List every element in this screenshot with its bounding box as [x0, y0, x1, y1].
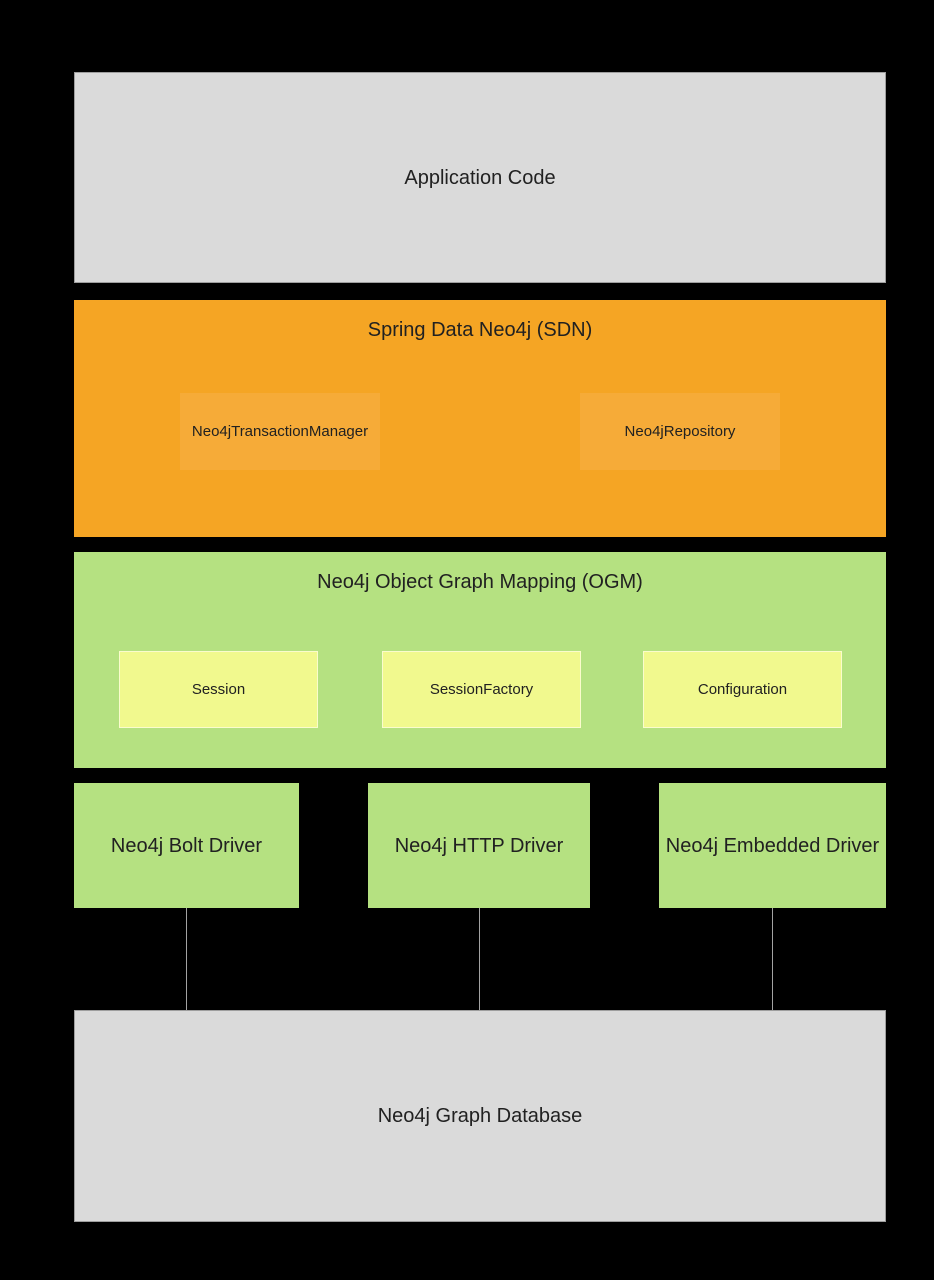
component-configuration: Configuration — [643, 651, 842, 728]
neo4j-transaction-manager-label: Neo4jTransactionManager — [191, 422, 369, 440]
component-neo4j-repository: Neo4jRepository — [580, 393, 780, 470]
component-session-factory: SessionFactory — [382, 651, 581, 728]
session-factory-label: SessionFactory — [429, 680, 534, 698]
connector-embedded-to-database — [772, 908, 773, 1010]
session-label: Session — [191, 680, 246, 698]
component-neo4j-transaction-manager: Neo4jTransactionManager — [180, 393, 380, 470]
configuration-label: Configuration — [697, 680, 788, 698]
connector-http-to-database — [479, 908, 480, 1010]
neo4j-bolt-driver-label: Neo4j Bolt Driver — [110, 834, 263, 857]
ogm-title: Neo4j Object Graph Mapping (OGM) — [317, 571, 643, 593]
layer-spring-data-neo4j: Spring Data Neo4j (SDN) Neo4jTransaction… — [74, 300, 886, 537]
neo4j-embedded-driver-label: Neo4j Embedded Driver — [665, 834, 880, 857]
sdn-title: Spring Data Neo4j (SDN) — [367, 319, 593, 341]
application-code-label: Application Code — [404, 166, 556, 189]
neo4j-http-driver-label: Neo4j HTTP Driver — [394, 834, 564, 857]
component-neo4j-http-driver: Neo4j HTTP Driver — [368, 783, 590, 908]
layer-neo4j-graph-database: Neo4j Graph Database — [74, 1010, 886, 1222]
neo4j-repository-label: Neo4jRepository — [624, 422, 736, 440]
component-session: Session — [119, 651, 318, 728]
connector-bolt-to-database — [186, 908, 187, 1010]
component-neo4j-embedded-driver: Neo4j Embedded Driver — [659, 783, 886, 908]
layer-neo4j-ogm: Neo4j Object Graph Mapping (OGM) Session… — [74, 552, 886, 768]
component-neo4j-bolt-driver: Neo4j Bolt Driver — [74, 783, 299, 908]
neo4j-graph-database-label: Neo4j Graph Database — [377, 1105, 583, 1127]
layer-application-code: Application Code — [74, 72, 886, 283]
